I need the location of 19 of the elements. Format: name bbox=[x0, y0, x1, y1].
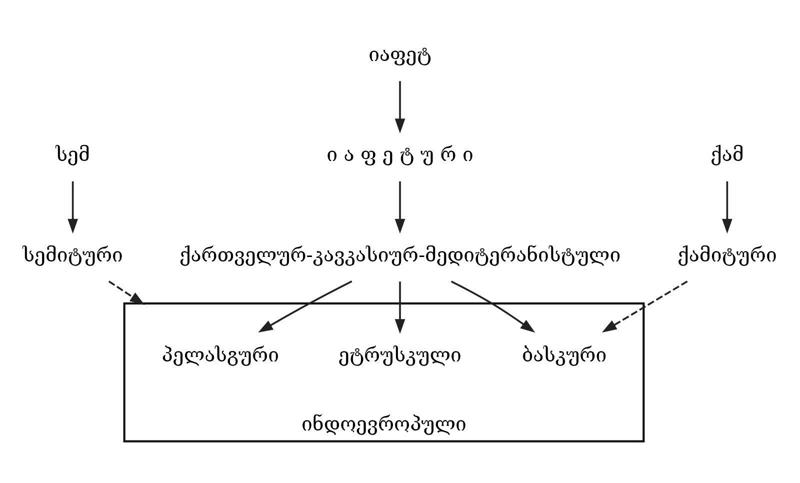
arrow bbox=[450, 280, 536, 333]
arrow bbox=[722, 181, 732, 234]
arrow bbox=[394, 81, 406, 134]
arrow bbox=[394, 282, 406, 334]
arrow bbox=[258, 280, 352, 333]
node-text: ქამ bbox=[710, 143, 744, 166]
arrow bbox=[394, 181, 406, 234]
node-text: ბასკური bbox=[522, 344, 607, 367]
arrow bbox=[602, 280, 688, 332]
node-text: ეტრუსკული bbox=[338, 344, 462, 367]
arrow bbox=[108, 280, 145, 305]
node-text: ი ა ფ ე ტ უ რ ი bbox=[326, 143, 474, 166]
node-text: ქამიტური bbox=[678, 243, 777, 266]
node-text: პელასგური bbox=[162, 344, 279, 367]
node-text: სემიტური bbox=[22, 243, 123, 266]
node-text: ქართველურ-კავკასიურ-მედიტერანისტული bbox=[179, 243, 621, 266]
node-text: სემ bbox=[56, 143, 90, 166]
node-text: იაფეტ bbox=[368, 42, 432, 66]
arrow bbox=[68, 181, 78, 234]
